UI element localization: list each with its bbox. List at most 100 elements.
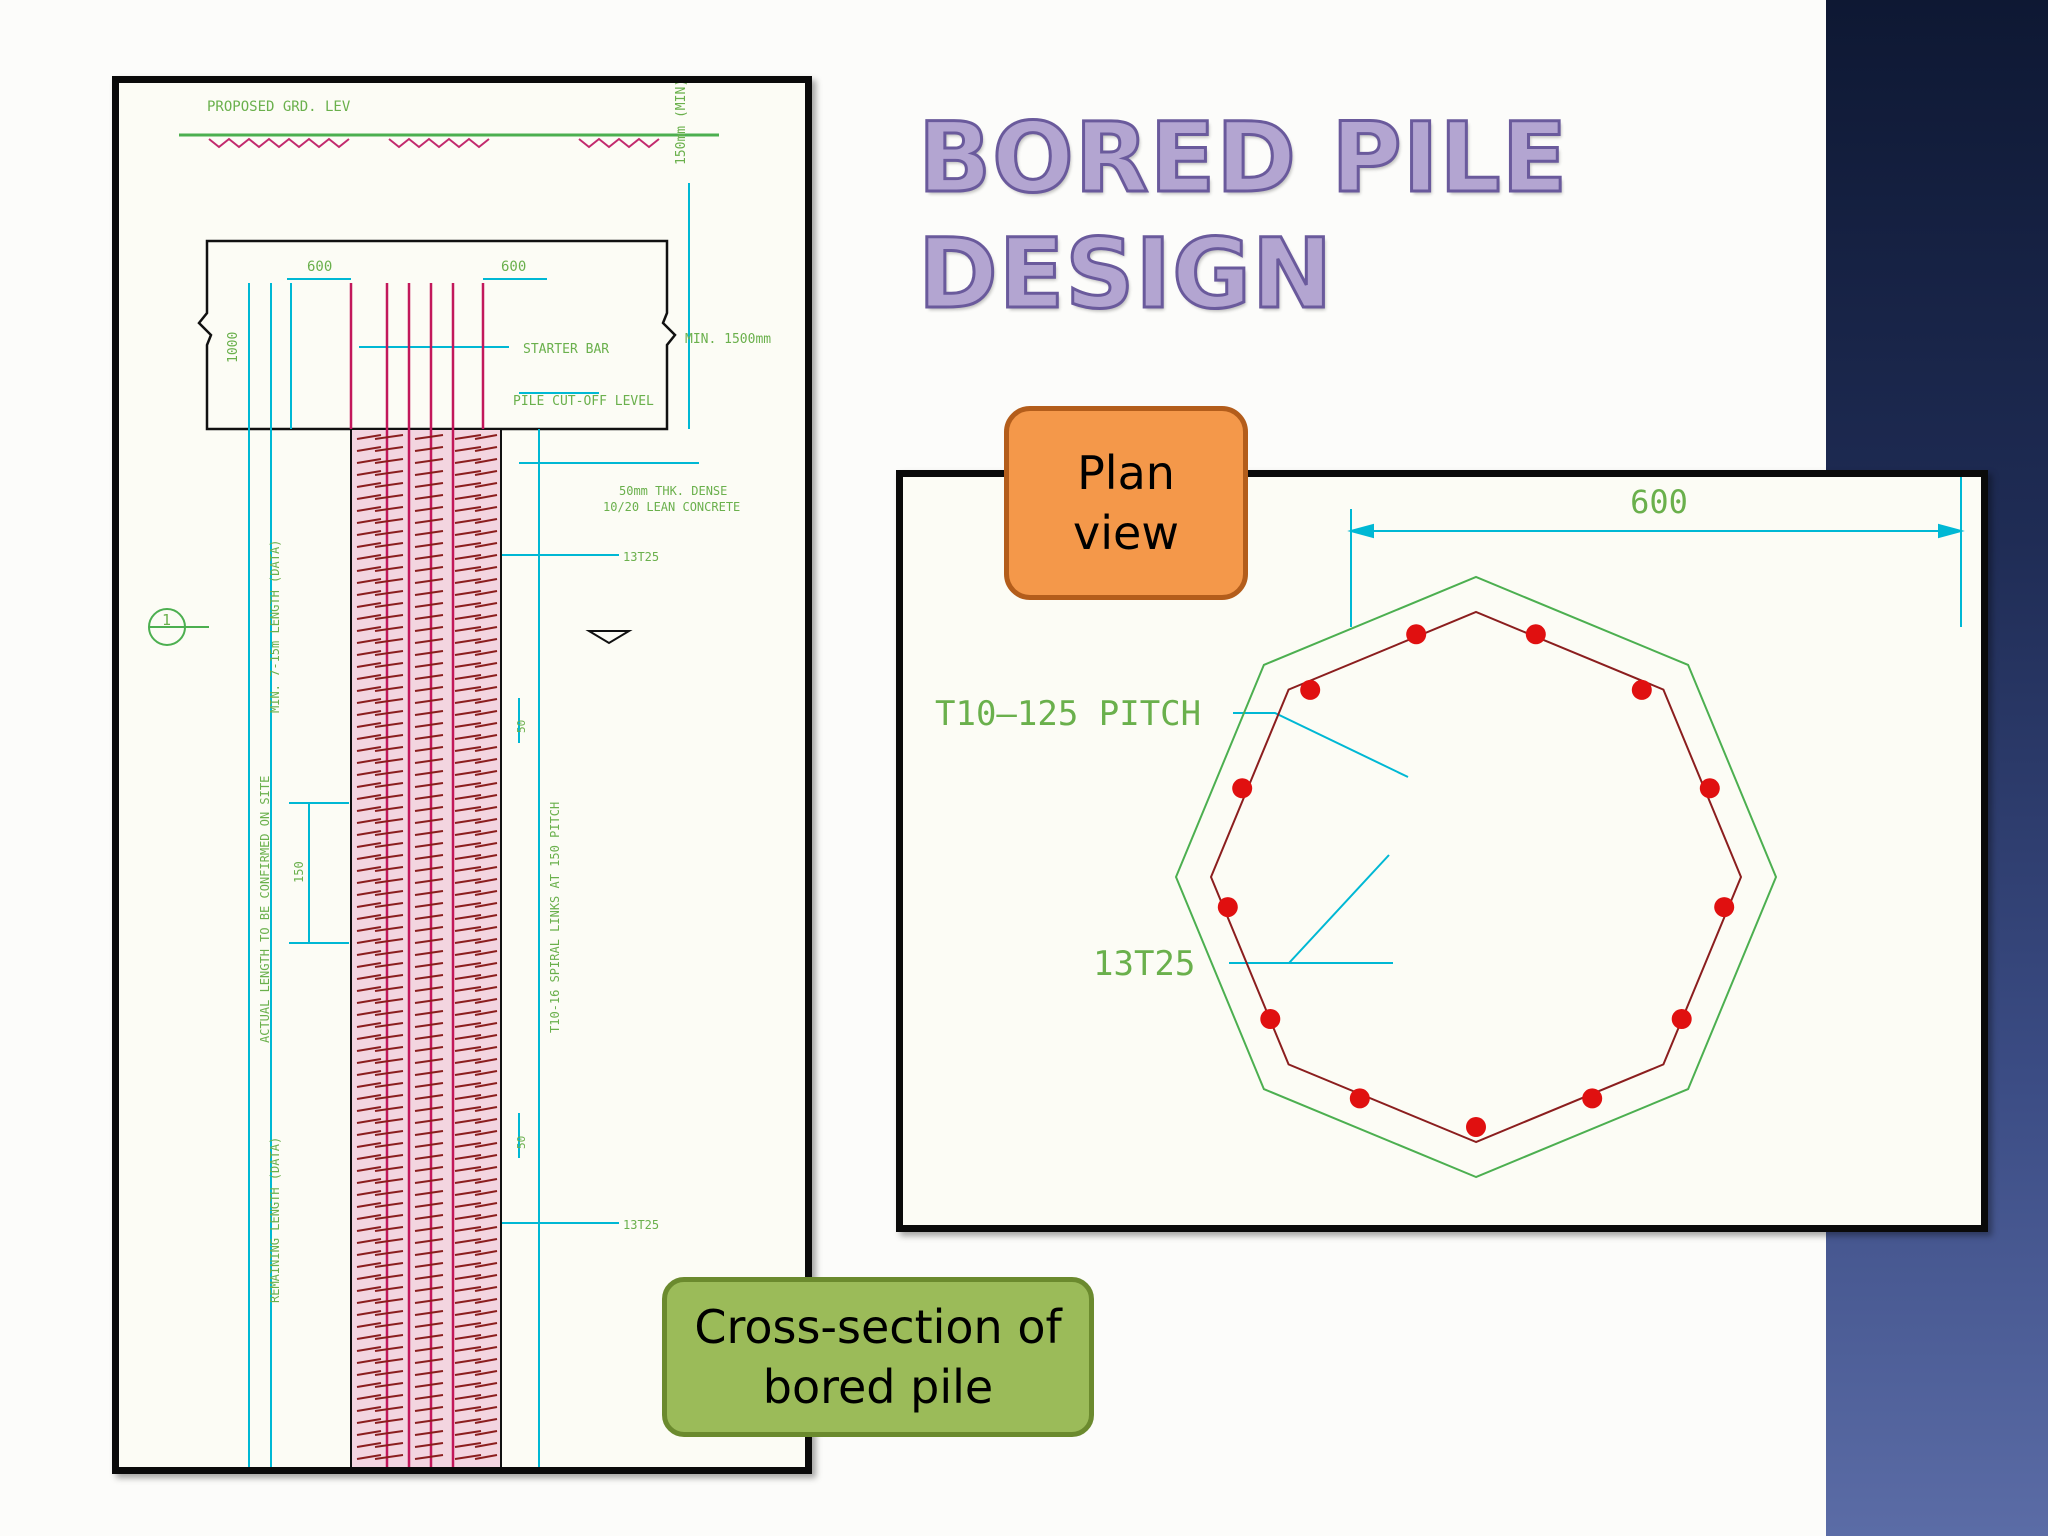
spiral-link	[454, 1238, 482, 1244]
spiral-link	[374, 590, 404, 596]
spiral-link	[454, 530, 482, 536]
spiral-link	[454, 698, 482, 704]
spiral-link	[414, 1382, 444, 1388]
spiral-link	[414, 506, 444, 512]
spiral-link	[414, 854, 444, 860]
spiral-link	[474, 1310, 498, 1316]
spiral-link	[374, 434, 404, 440]
spiral-link	[374, 1418, 404, 1424]
spiral-link	[356, 698, 382, 704]
spiral-link	[356, 1430, 382, 1436]
spiral-link	[454, 734, 482, 740]
spiral-link	[374, 926, 404, 932]
spiral-link	[474, 1070, 498, 1076]
actual-length-label: ACTUAL LENGTH TO BE CONFIRMED ON SITE	[258, 776, 272, 1043]
spiral-link	[474, 1418, 498, 1424]
spiral-link	[414, 518, 444, 524]
spiral-link	[454, 494, 482, 500]
spiral-link	[356, 1382, 382, 1388]
spiral-link	[414, 1454, 444, 1460]
spiral-link	[374, 1286, 404, 1292]
spiral-link	[374, 494, 404, 500]
spiral-link	[356, 1166, 382, 1172]
spiral-link	[374, 1394, 404, 1400]
spiral-link	[474, 446, 498, 452]
spiral-link	[374, 974, 404, 980]
spiral-link	[374, 1274, 404, 1280]
spiral-link	[356, 1238, 382, 1244]
spiral-link	[414, 758, 444, 764]
spiral-link	[414, 794, 444, 800]
spiral-link	[474, 842, 498, 848]
spiral-link	[374, 890, 404, 896]
spiral-link	[414, 818, 444, 824]
spiral-link	[454, 602, 482, 608]
spiral-link	[474, 794, 498, 800]
spiral-link	[454, 1250, 482, 1256]
spiral-link	[454, 1382, 482, 1388]
spiral-link	[474, 674, 498, 680]
ground-hatch	[208, 137, 660, 149]
spiral-link	[414, 1346, 444, 1352]
spiral-link	[474, 1190, 498, 1196]
spiral-link	[374, 662, 404, 668]
spiral-link	[374, 902, 404, 908]
spiral-link	[454, 1430, 482, 1436]
spiral-link	[454, 686, 482, 692]
spiral-link	[414, 554, 444, 560]
spiral-link	[454, 506, 482, 512]
spiral-link	[356, 866, 382, 872]
spiral-link	[374, 734, 404, 740]
spiral-link	[374, 1454, 404, 1460]
rebar-dot	[1466, 1117, 1486, 1137]
width-right-label: 600	[501, 259, 526, 275]
spiral-link	[454, 518, 482, 524]
spiral-link	[414, 890, 444, 896]
spiral-link	[414, 530, 444, 536]
spiral-link	[474, 974, 498, 980]
spiral-link	[374, 470, 404, 476]
spiral-link	[374, 1106, 404, 1112]
spiral-link	[356, 1214, 382, 1220]
spiral-link	[356, 782, 382, 788]
spiral-link	[454, 1082, 482, 1088]
rebar-dot	[1714, 897, 1735, 918]
spiral-link	[454, 1286, 482, 1292]
spiral-link	[356, 542, 382, 548]
spiral-link	[356, 878, 382, 884]
spiral-link	[374, 854, 404, 860]
spiral-link	[474, 998, 498, 1004]
spiral-link	[356, 1070, 382, 1076]
spiral-link	[474, 1034, 498, 1040]
spiral-link	[454, 1106, 482, 1112]
spiral-link	[356, 1094, 382, 1100]
spiral-link	[356, 458, 382, 464]
spiral-link	[454, 662, 482, 668]
rebar-dot	[1699, 778, 1720, 799]
spiral-link	[454, 1166, 482, 1172]
spiral-link	[374, 1058, 404, 1064]
spiral-link	[474, 1322, 498, 1328]
spiral-link	[374, 1322, 404, 1328]
spiral-link	[374, 914, 404, 920]
spiral-link	[474, 602, 498, 608]
spiral-link	[454, 710, 482, 716]
spiral-link	[474, 1178, 498, 1184]
spiral-link	[374, 614, 404, 620]
length-label: MIN. 7-15m LENGTH (DATA)	[268, 540, 282, 713]
spiral-link	[474, 1382, 498, 1388]
ground-level-label: PROPOSED GRD. LEV	[207, 99, 351, 115]
spiral-link	[454, 1142, 482, 1148]
spiral-link	[356, 1118, 382, 1124]
rebar-dot	[1631, 679, 1652, 700]
spiral-link	[356, 1346, 382, 1352]
spiral-link	[454, 590, 482, 596]
rebar-dots	[1217, 624, 1735, 1137]
spiral-link	[474, 1430, 498, 1436]
spiral-link	[454, 1118, 482, 1124]
rebar-label: 13T25	[1093, 944, 1195, 984]
spiral-link	[454, 1358, 482, 1364]
spiral-label: T10-16 SPIRAL LINKS AT 150 PITCH	[548, 802, 562, 1033]
spiral-link	[454, 614, 482, 620]
spiral-link	[374, 1370, 404, 1376]
